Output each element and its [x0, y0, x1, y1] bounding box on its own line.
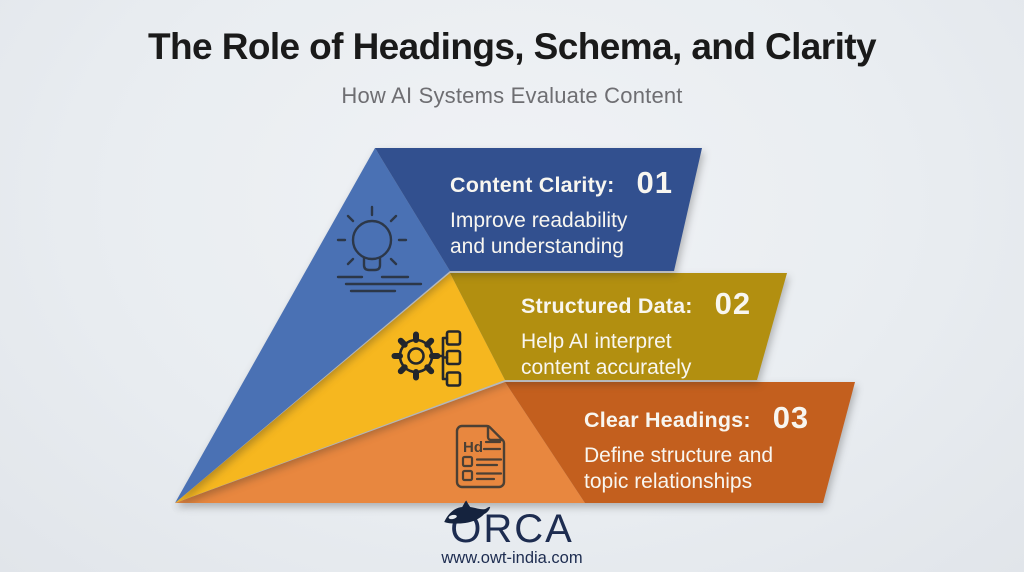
clear-headings-line1: Define structure and: [584, 444, 774, 467]
clear-headings-heading: Clear Headings:: [584, 407, 751, 432]
content-clarity-line1: Improve readability: [450, 209, 628, 232]
structured-data-heading: Structured Data:: [521, 293, 693, 318]
doc-icon-hd-label: Hd: [463, 439, 483, 456]
gear-schema-tree-icon: [391, 330, 462, 387]
page-title: The Role of Headings, Schema, and Clarit…: [148, 26, 877, 67]
structured-data-panel: [450, 273, 787, 380]
content-clarity-number: 01: [636, 165, 673, 200]
structured-data-textblock: Structured Data: 02 Help AI interpret co…: [521, 286, 821, 381]
brand-logo: ORCA: [444, 500, 574, 552]
segment-clear-headings: Hd: [175, 382, 855, 503]
structured-data-wedge: [175, 273, 505, 503]
content-clarity-heading: Content Clarity:: [450, 172, 615, 197]
clear-headings-number: 03: [772, 400, 810, 435]
structured-data-line2: content accurately: [521, 356, 692, 379]
page-subtitle: How AI Systems Evaluate Content: [341, 83, 683, 108]
segment-structured-data: [175, 273, 787, 503]
structured-data-line1: Help AI interpret: [521, 330, 672, 353]
structured-data-number: 02: [714, 286, 752, 321]
content-clarity-panel: [375, 148, 702, 271]
clear-headings-panel: [505, 382, 855, 503]
content-clarity-wedge: [175, 148, 450, 503]
content-clarity-line2: and understanding: [450, 235, 624, 258]
document-headings-icon: Hd: [455, 424, 506, 489]
lightbulb-idea-icon: [336, 205, 423, 293]
clear-headings-line2: topic relationships: [584, 470, 753, 493]
orca-whale-icon: [444, 500, 491, 524]
website-url: www.owt-india.com: [441, 549, 583, 567]
segment-content-clarity: [175, 148, 702, 503]
content-clarity-textblock: Content Clarity: 01 Improve readability …: [450, 165, 750, 260]
clear-headings-textblock: Clear Headings: 03 Define structure and …: [584, 400, 894, 495]
